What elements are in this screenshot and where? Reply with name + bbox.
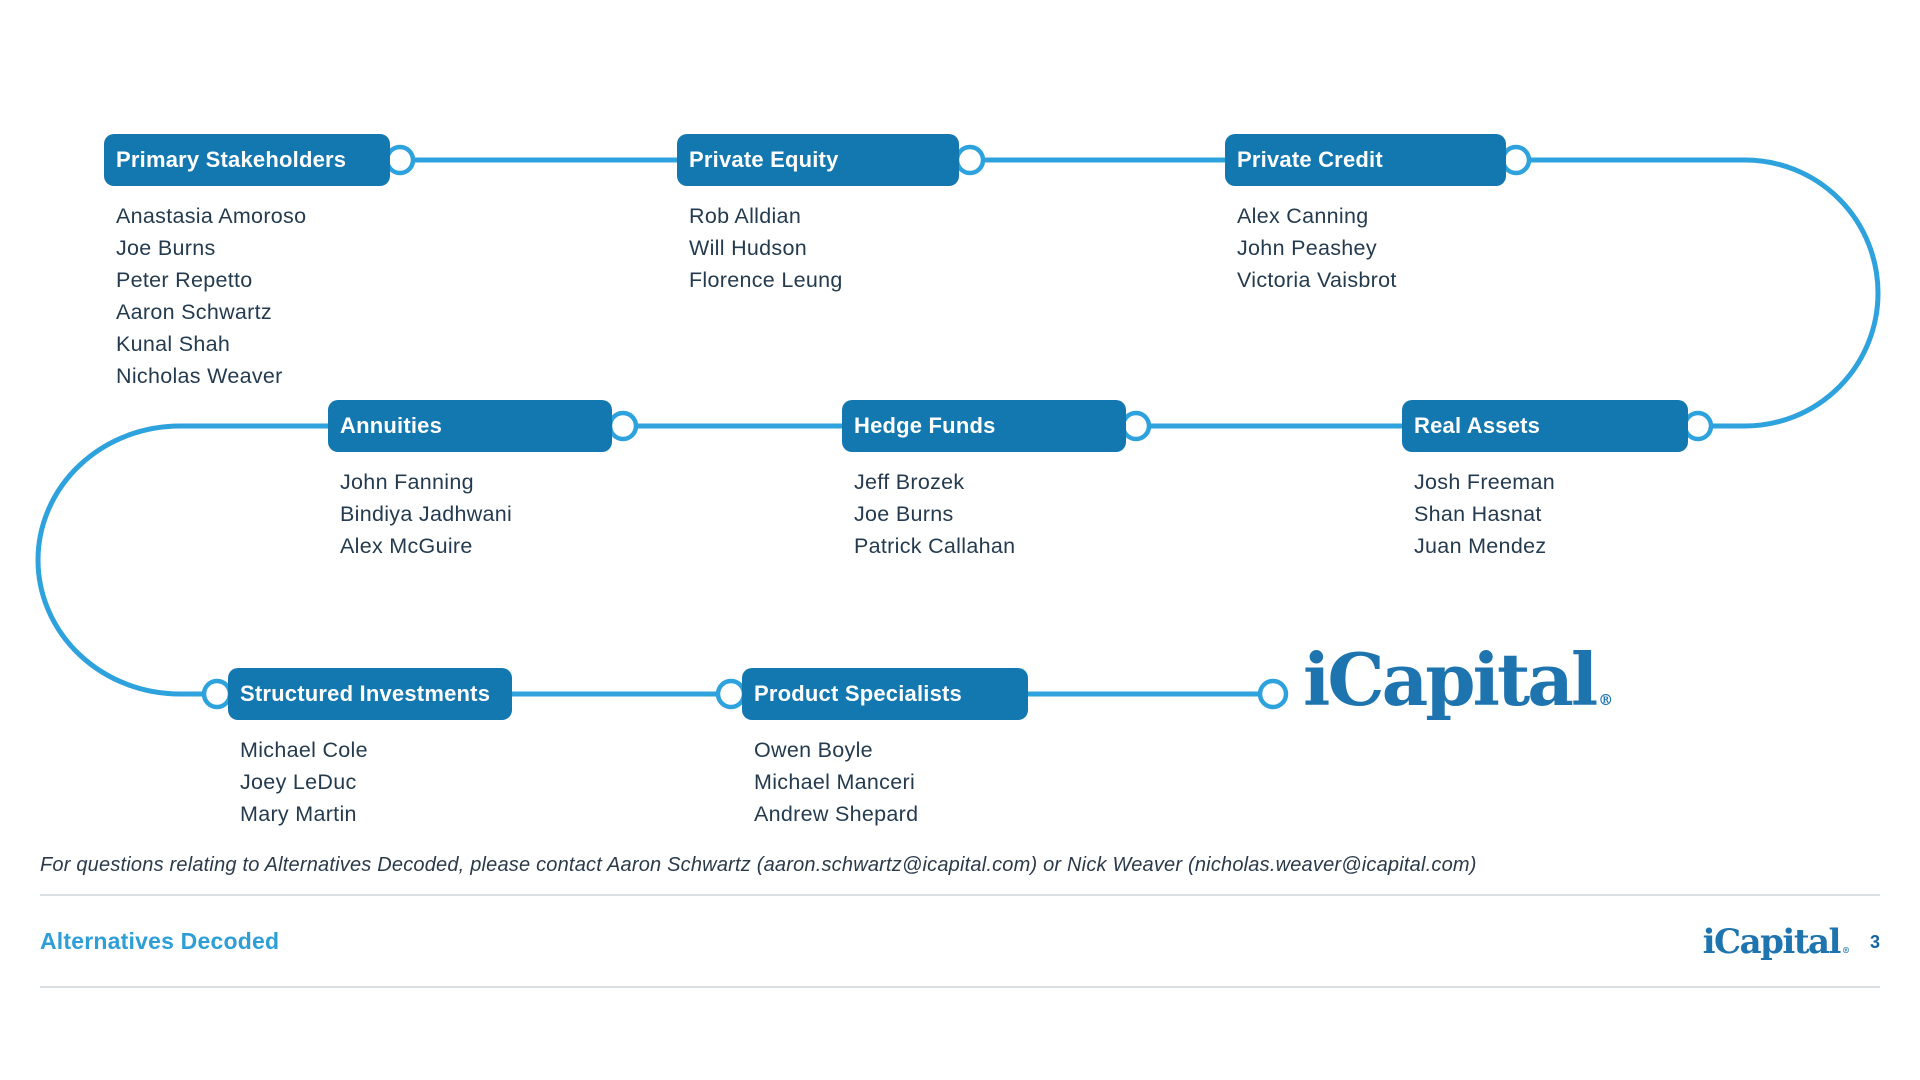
person-name: Jeff Brozek bbox=[854, 470, 965, 494]
group-hedge-funds: Hedge Funds Jeff Brozek Joe Burns Patric… bbox=[842, 400, 1126, 562]
divider-line bbox=[40, 986, 1880, 988]
group-annuities: Annuities John Fanning Bindiya Jadhwani … bbox=[328, 400, 612, 562]
registered-mark: ® bbox=[1598, 691, 1614, 709]
group-names: Michael Cole Joey LeDuc Mary Martin bbox=[240, 734, 512, 830]
person-name: Joe Burns bbox=[116, 236, 216, 260]
connector-node bbox=[1500, 144, 1532, 176]
person-name: Andrew Shepard bbox=[754, 802, 919, 826]
person-name: Juan Mendez bbox=[1414, 534, 1547, 558]
person-name: John Fanning bbox=[340, 470, 474, 494]
group-names: Owen Boyle Michael Manceri Andrew Shepar… bbox=[754, 734, 1028, 830]
icapital-logo: iCapital® bbox=[1303, 640, 1613, 740]
person-name: Bindiya Jadhwani bbox=[340, 502, 513, 526]
person-name: Peter Repetto bbox=[116, 268, 253, 292]
person-name: Michael Manceri bbox=[754, 770, 916, 794]
group-title-chip: Product Specialists bbox=[742, 668, 1028, 720]
group-title-chip: Hedge Funds bbox=[842, 400, 1126, 452]
connector-node bbox=[607, 410, 639, 442]
person-name: Michael Cole bbox=[240, 738, 368, 762]
connector-node bbox=[201, 678, 233, 710]
connector-node bbox=[384, 144, 416, 176]
person-name: Joey LeDuc bbox=[240, 770, 357, 794]
divider-line bbox=[40, 894, 1880, 896]
person-name: Owen Boyle bbox=[754, 738, 873, 762]
page-number: 3 bbox=[1869, 931, 1880, 952]
person-name: Will Hudson bbox=[689, 236, 808, 260]
connector-node bbox=[954, 144, 986, 176]
wire-left-curve bbox=[35, 423, 328, 697]
group-names: Anastasia Amoroso Joe Burns Peter Repett… bbox=[116, 200, 390, 392]
footer-icapital-logo: iCapital® bbox=[1703, 922, 1850, 962]
person-name: Kunal Shah bbox=[116, 332, 231, 356]
person-name: Florence Leung bbox=[689, 268, 843, 292]
connector-node bbox=[1257, 678, 1289, 710]
person-name: Josh Freeman bbox=[1414, 470, 1556, 494]
group-structured-investments: Structured Investments Michael Cole Joey… bbox=[228, 668, 512, 830]
wire-right-curve bbox=[1516, 157, 1881, 429]
person-name: Mary Martin bbox=[240, 802, 357, 826]
group-title-chip: Real Assets bbox=[1402, 400, 1688, 452]
group-real-assets: Real Assets Josh Freeman Shan Hasnat Jua… bbox=[1402, 400, 1688, 562]
footer-right: iCapital® 3 bbox=[1703, 922, 1880, 962]
group-title-chip: Primary Stakeholders bbox=[104, 134, 390, 186]
group-primary-stakeholders: Primary Stakeholders Anastasia Amoroso J… bbox=[104, 134, 390, 392]
group-title-chip: Structured Investments bbox=[228, 668, 512, 720]
group-private-equity: Private Equity Rob Alldian Will Hudson F… bbox=[677, 134, 959, 296]
group-private-credit: Private Credit Alex Canning John Peashey… bbox=[1225, 134, 1506, 296]
group-names: Alex Canning John Peashey Victoria Vaisb… bbox=[1237, 200, 1506, 296]
group-product-specialists: Product Specialists Owen Boyle Michael M… bbox=[742, 668, 1028, 830]
contact-note: For questions relating to Alternatives D… bbox=[40, 854, 1477, 876]
registered-mark: ® bbox=[1841, 945, 1850, 955]
connector-node bbox=[1120, 410, 1152, 442]
group-names: John Fanning Bindiya Jadhwani Alex McGui… bbox=[340, 466, 612, 562]
person-name: Nicholas Weaver bbox=[116, 364, 283, 388]
person-name: Alex Canning bbox=[1237, 204, 1369, 228]
connector-node bbox=[715, 678, 747, 710]
person-name: Shan Hasnat bbox=[1414, 502, 1542, 526]
group-names: Jeff Brozek Joe Burns Patrick Callahan bbox=[854, 466, 1126, 562]
connector-node bbox=[1682, 410, 1714, 442]
footer-logo-text: iCapital bbox=[1702, 922, 1842, 962]
group-title-chip: Annuities bbox=[328, 400, 612, 452]
group-names: Josh Freeman Shan Hasnat Juan Mendez bbox=[1414, 466, 1688, 562]
group-names: Rob Alldian Will Hudson Florence Leung bbox=[689, 200, 959, 296]
group-title-chip: Private Equity bbox=[677, 134, 959, 186]
person-name: Victoria Vaisbrot bbox=[1237, 268, 1397, 292]
person-name: Joe Burns bbox=[854, 502, 954, 526]
person-name: Patrick Callahan bbox=[854, 534, 1016, 558]
person-name: Alex McGuire bbox=[340, 534, 473, 558]
group-title-chip: Private Credit bbox=[1225, 134, 1506, 186]
person-name: Rob Alldian bbox=[689, 204, 802, 228]
footer-deck-title: Alternatives Decoded bbox=[40, 928, 280, 954]
icapital-logo-text: iCapital bbox=[1303, 637, 1598, 722]
person-name: John Peashey bbox=[1237, 236, 1377, 260]
person-name: Aaron Schwartz bbox=[116, 300, 272, 324]
person-name: Anastasia Amoroso bbox=[116, 204, 307, 228]
